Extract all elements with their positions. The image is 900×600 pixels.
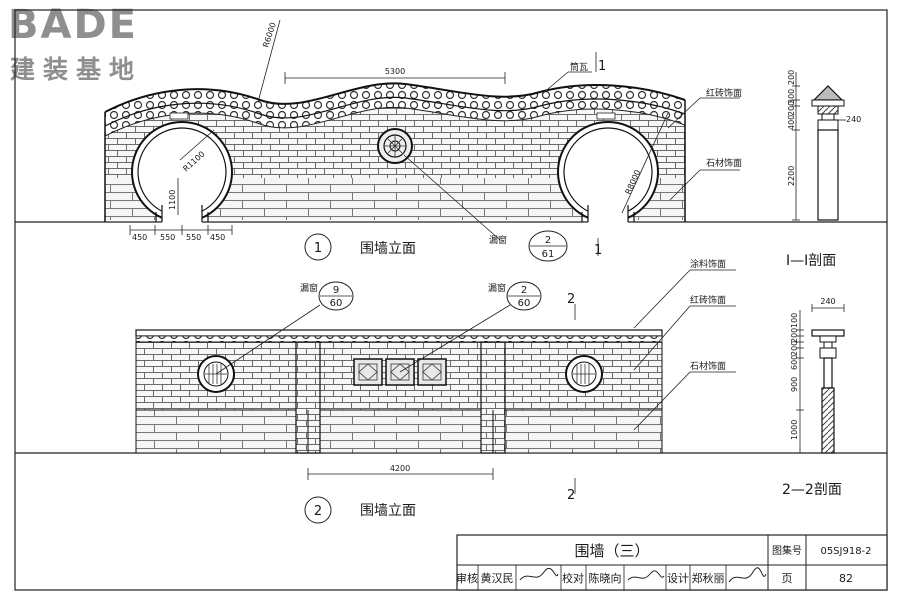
page-label: 页 (782, 572, 793, 585)
window-ref-num-2a: 9 (333, 285, 339, 296)
dim-r6000: R6000 (261, 21, 278, 48)
elevation-2-number-circle (304, 496, 332, 524)
window-ref-num-2b: 2 (521, 285, 527, 296)
atlas-number: 05SJ918-2 (820, 546, 871, 557)
window-ref-sheet-2a: 60 (330, 298, 343, 309)
s2-dim-600: 600 (790, 355, 799, 370)
reviewer-name: 黄汉民 (481, 571, 514, 585)
label-stone-1: 石材饰面 (706, 157, 742, 169)
elevation-2-title: 围墙立面 (360, 503, 416, 519)
cut-mark-1-top: 1 (598, 59, 606, 74)
drawing-title: 围墙（三） (574, 542, 649, 560)
window-ref-sheet-2b: 60 (518, 298, 531, 309)
elevation-1-number-circle (304, 233, 332, 261)
title-block (456, 534, 888, 591)
window-ref-num-1: 2 (545, 235, 551, 246)
cut-mark-2-bottom: 2 (567, 488, 575, 503)
label-tile: 筒瓦 (570, 61, 588, 73)
elevation-1-number: 1 (314, 241, 322, 256)
label-stone-2: 石材饰面 (690, 360, 726, 372)
label-red-brick-2: 红砖饰面 (690, 294, 726, 306)
section-2-2-drawing (811, 329, 845, 454)
elevation-1-dimensions (129, 19, 740, 256)
page-number: 82 (839, 572, 853, 585)
check-label: 校对 (562, 571, 584, 585)
designer-name: 郑秋丽 (692, 571, 725, 585)
window-ref-name-2a: 漏窗 (300, 282, 318, 294)
cut-mark-2-top: 2 (567, 292, 575, 307)
checker-name: 陈晓向 (589, 571, 622, 585)
s1-dim-200: 200 (787, 70, 796, 85)
dim-b1: 450 (132, 233, 147, 242)
label-red-brick-1: 红砖饰面 (706, 87, 742, 99)
label-paint: 涂料饰面 (690, 258, 726, 270)
dim-5300: 5300 (385, 67, 405, 76)
elevation-2-number: 2 (314, 504, 322, 519)
dim-4200: 4200 (390, 464, 410, 473)
section-1-1-dimensions (792, 72, 846, 221)
dim-1100: 1100 (168, 190, 177, 210)
window-ref-sheet-1: 61 (542, 249, 555, 260)
square-lattice-windows (353, 358, 447, 386)
window-ref-name-2b: 漏窗 (488, 282, 506, 294)
section-1-1-drawing (811, 85, 845, 221)
s1-dim-200b: 200 (787, 101, 796, 116)
section-1-title: Ⅰ—Ⅰ剖面 (786, 253, 836, 269)
s2-dim-900: 900 (790, 377, 799, 392)
section-2-title: 2—2剖面 (782, 482, 842, 498)
wall-elevation-1 (104, 82, 686, 223)
atlas-label: 图集号 (772, 544, 802, 557)
design-label: 设计 (667, 572, 689, 585)
window-ref-bubble-1: 漏窗 2 61 (489, 230, 568, 262)
logo-subtitle: 建装基地 (10, 55, 143, 84)
round-lattice-window (377, 128, 413, 164)
s2-dim-240: 240 (820, 297, 835, 306)
sheet-frame (14, 9, 888, 591)
s2-dim-200: 200 (790, 328, 799, 343)
s2-dim-1000: 1000 (790, 420, 799, 440)
moon-gate-right (557, 121, 659, 223)
elevation-1-title: 围墙立面 (360, 241, 416, 257)
s2-dim-100: 100 (790, 313, 799, 328)
s1-dim-240: 240 (846, 115, 861, 124)
window-ref-name-1: 漏窗 (489, 234, 507, 246)
wall-elevation-2 (135, 329, 663, 454)
section-2-2-dimensions (796, 304, 845, 454)
window-ref-bubble-2a: 漏窗 9 60 (300, 281, 354, 311)
s1-dim-300: 300 (787, 89, 796, 104)
dim-b2: 550 (160, 233, 175, 242)
dim-b3: 550 (186, 233, 201, 242)
round-window-right (565, 355, 603, 393)
s2-dim-200b: 200 (790, 341, 799, 356)
s1-dim-400: 400 (787, 115, 796, 130)
cut-mark-1-bottom: 1 (594, 243, 602, 258)
elevation-2-dimensions (215, 269, 736, 494)
s1-dim-2200: 2200 (787, 166, 796, 186)
moon-gate-left (131, 121, 233, 223)
window-ref-bubble-2b: 漏窗 2 60 (488, 281, 542, 311)
review-label: 审核 (456, 571, 478, 585)
dim-b4: 450 (210, 233, 225, 242)
